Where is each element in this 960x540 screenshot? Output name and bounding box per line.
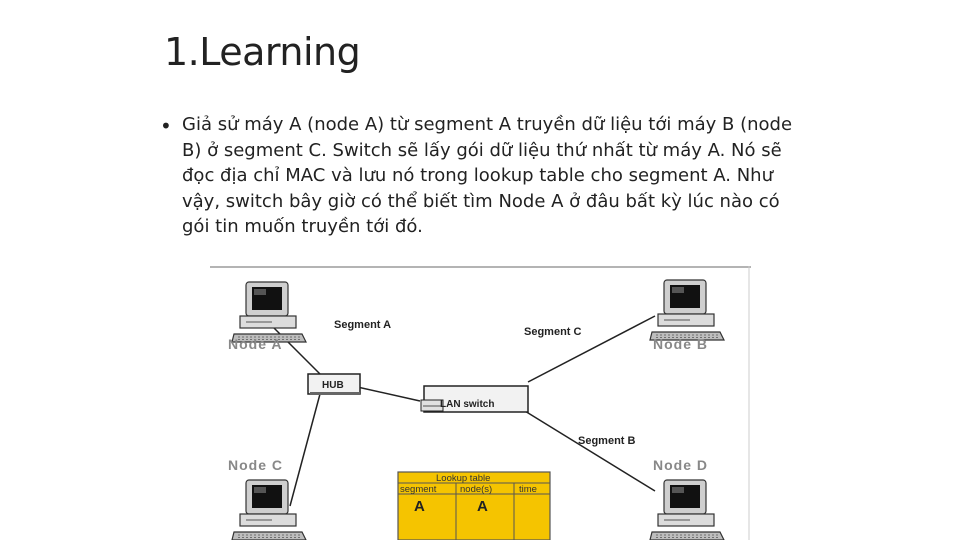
bullet-marker: • [160, 114, 172, 138]
bullet-item: • Giả sử máy A (node A) từ segment A tru… [160, 112, 810, 240]
lookup-header-time: time [519, 484, 537, 495]
computer-node-a-icon [231, 281, 307, 343]
lookup-table-title: Lookup table [436, 473, 490, 484]
node-a-label: Node A [228, 336, 282, 352]
bullet-text: Giả sử máy A (node A) từ segment A truyề… [182, 114, 793, 237]
segment-c-label: Segment C [524, 326, 582, 338]
hub-device: HUB [307, 373, 361, 395]
segment-b-label: Segment B [578, 435, 636, 447]
lan-switch-label: LAN switch [440, 399, 494, 410]
network-diagram: Node A Node B Node C Node D Segment A Se… [210, 266, 751, 540]
computer-node-b-icon [649, 279, 725, 341]
node-d-label: Node D [653, 457, 708, 473]
lookup-cell-segment: A [414, 498, 425, 515]
slide-title: 1.Learning [164, 30, 361, 74]
segment-a-label: Segment A [334, 319, 391, 331]
lookup-header-segment: segment [400, 484, 437, 495]
hub-label: HUB [322, 380, 344, 391]
node-c-label: Node C [228, 457, 283, 473]
node-b-label: Node B [653, 336, 708, 352]
lookup-header-nodes: node(s) [460, 484, 492, 495]
lan-switch-device: LAN switch [420, 385, 529, 413]
lookup-table: Lookup table segment node(s) time A A [397, 471, 551, 540]
lookup-cell-node: A [477, 498, 488, 515]
computer-node-d-icon [649, 479, 725, 540]
